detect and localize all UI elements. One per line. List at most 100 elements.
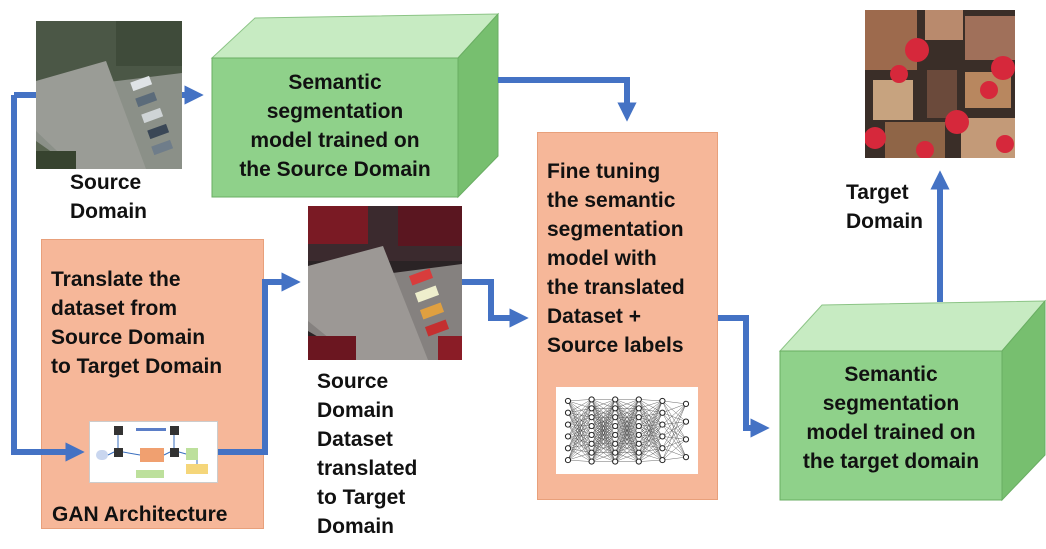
nn-edge (662, 403, 687, 437)
nn-edge (591, 399, 616, 462)
translated-dataset-label: Source Domain Dataset translated to Targ… (317, 370, 418, 538)
nn-edge (615, 452, 639, 462)
nn-node (588, 422, 595, 430)
fine-tuning-label: Fine tuning the semantic segmentation mo… (547, 160, 685, 357)
nn-edge (638, 400, 663, 453)
nn-edge (638, 416, 663, 425)
nn-edge (615, 399, 639, 462)
nn-edge (567, 417, 592, 461)
nn-edge (615, 399, 639, 418)
nn-edge (662, 456, 687, 461)
nn-edge (638, 434, 663, 437)
nn-node (564, 397, 572, 405)
nn-node (588, 396, 595, 403)
nn-edge (567, 399, 592, 449)
nn-edge (567, 412, 592, 418)
nn-edge (662, 421, 687, 437)
nn-node (635, 440, 642, 447)
nn-edge (591, 399, 616, 418)
nn-edge (638, 408, 663, 425)
nn-edge (662, 403, 687, 461)
nn-edge (567, 408, 592, 437)
target-domain-label: Target Domain (846, 181, 924, 233)
nn-edge (567, 400, 592, 409)
target-domain-image (865, 10, 1015, 158)
nn-edge (638, 448, 663, 462)
nn-edge (567, 408, 592, 449)
nn-edge (567, 436, 592, 445)
source-domain-image (36, 21, 182, 169)
nn-node (635, 422, 642, 430)
nn-edge (567, 399, 592, 402)
nn-node (588, 405, 595, 412)
nn-edge (638, 424, 663, 462)
nn-node (635, 414, 642, 421)
nn-edge (615, 434, 639, 462)
nn-node (612, 414, 619, 421)
source-model-cube (210, 12, 500, 199)
nn-edge (662, 403, 687, 425)
nn-edge (638, 400, 663, 444)
nn-edge (662, 436, 687, 458)
nn-edge (591, 399, 616, 444)
nn-node (635, 431, 642, 439)
translated-dataset-image (308, 206, 462, 360)
nn-edge (662, 439, 687, 449)
nn-edge (615, 399, 639, 427)
nn-edge (615, 399, 639, 444)
arrow-source-to-gan (11, 95, 85, 462)
nn-edge (638, 436, 663, 453)
nn-edge (638, 412, 663, 427)
nn-edge (567, 400, 592, 418)
nn-edge (567, 400, 592, 427)
nn-node (588, 449, 595, 456)
nn-edge (591, 399, 616, 427)
neural-network-svg (564, 396, 690, 465)
nn-node (612, 449, 619, 456)
neural-network-graphic (556, 387, 698, 474)
translated-photo-graphic (308, 206, 462, 360)
nn-edge (662, 436, 687, 440)
nn-node (612, 422, 619, 430)
nn-edge (567, 425, 592, 437)
nn-node (682, 454, 690, 461)
nn-edge (638, 434, 663, 449)
nn-edge (567, 412, 592, 427)
nn-node (682, 436, 690, 443)
nn-edge (638, 424, 663, 427)
nn-edge (567, 399, 592, 413)
nn-edge (662, 403, 687, 449)
nn-edge (591, 408, 616, 462)
nn-edge (638, 412, 663, 462)
nn-edge (662, 400, 687, 405)
nn-edge (638, 412, 663, 418)
nn-edge (591, 443, 616, 462)
nn-node (635, 458, 642, 465)
nn-edge (638, 412, 663, 436)
nn-edge (567, 443, 592, 449)
nn-node (588, 414, 595, 421)
nn-edge (638, 400, 663, 436)
nn-edge (638, 443, 663, 449)
nn-edge (591, 399, 616, 409)
nn-edge (567, 399, 592, 425)
nn-edge (662, 400, 687, 422)
nn-node (659, 397, 666, 405)
nn-edge (591, 452, 616, 462)
nn-node (659, 421, 666, 428)
nn-edge (567, 425, 592, 461)
translate-label: Translate the dataset from Source Domain… (51, 268, 223, 378)
nn-node (588, 431, 595, 439)
nn-node (588, 458, 595, 465)
nn-edge (567, 436, 592, 453)
nn-node (564, 445, 572, 452)
semantic-source-label: Semantic segmentation model trained on t… (239, 71, 431, 181)
nn-node (612, 431, 619, 439)
nn-node (635, 396, 642, 403)
nn-edge (567, 459, 592, 462)
nn-edge (662, 403, 687, 413)
nn-node (612, 440, 619, 447)
nn-edge (638, 408, 663, 413)
nn-edge (615, 399, 639, 409)
